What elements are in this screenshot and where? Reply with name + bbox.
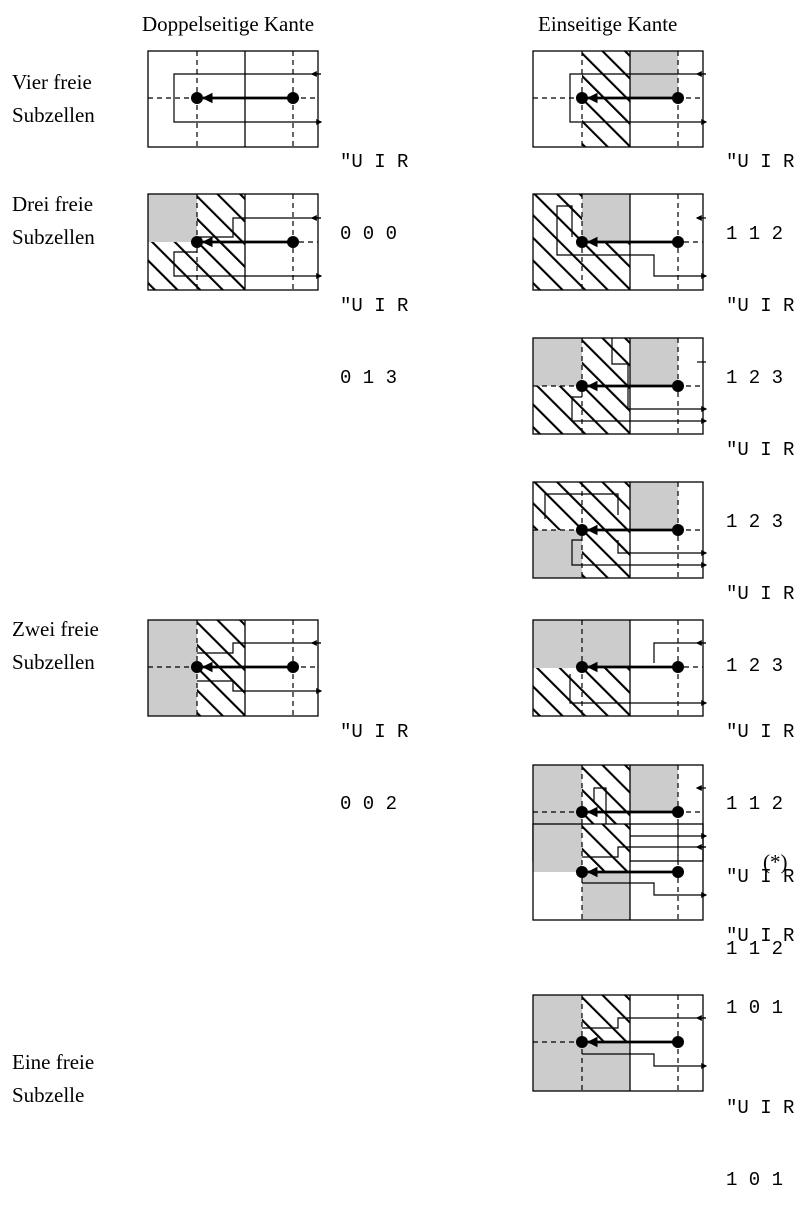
diagram-single-7 [532, 823, 708, 921]
code-line1: "U I R [340, 721, 409, 743]
header-double-edge: Doppelseitige Kante [142, 12, 315, 36]
row-label-line1: Drei freie [12, 192, 94, 216]
diagram-single-2 [532, 193, 708, 291]
diagram-single-3 [532, 337, 708, 435]
code-single-5: "U I R 1 1 2 [726, 672, 794, 840]
code-single-4: "U I R 1 2 3 [726, 534, 794, 702]
code-line2: 1 0 1 [726, 1169, 784, 1191]
code-line2: 1 0 1 [726, 997, 784, 1019]
row-label-line1: Vier freie [12, 70, 92, 94]
diagram-single-6 [532, 764, 708, 862]
diagram-double-four-free [147, 50, 323, 148]
code-single-8: "U I R 1 0 1 [726, 1048, 794, 1216]
code-double-two-free: "U I R 0 0 2 [340, 672, 408, 840]
code-line2: 1 1 2 [726, 938, 784, 960]
diagram-single-5 [532, 619, 708, 717]
code-line2: 0 0 2 [340, 793, 398, 815]
code-line1: "U I R [726, 721, 795, 743]
row-label-line2: Subzellen [12, 225, 95, 249]
row-label-line1: Eine freie [12, 1050, 95, 1074]
code-single-1: "U I R 1 1 2 [726, 102, 794, 270]
row-label-line1: Zwei freie [12, 617, 99, 641]
code-single-6: "U I R 1 1 2 [726, 817, 794, 985]
code-line1: "U I R [726, 866, 795, 888]
code-line1: "U I R [726, 295, 795, 317]
footnote-marker: (*) [763, 850, 788, 874]
diagram-single-1 [532, 50, 708, 148]
code-line2: 1 2 3 [726, 655, 784, 677]
diagram-double-three-free [147, 193, 323, 291]
row-label-four-free: Vier freie Subzellen [12, 66, 95, 132]
code-line2: 1 2 3 [726, 511, 784, 533]
row-label-three-free: Drei freie Subzellen [12, 188, 95, 254]
row-label-two-free: Zwei freie Subzellen [12, 613, 99, 679]
code-line1: "U I R [726, 583, 795, 605]
code-line2: 0 0 0 [340, 223, 398, 245]
code-line1: "U I R [726, 439, 795, 461]
code-line1: "U I R [726, 925, 795, 947]
diagram-single-4 [532, 481, 708, 579]
code-single-3: "U I R 1 2 3 [726, 390, 794, 558]
code-line1: "U I R [340, 295, 409, 317]
header-single-edge: Einseitige Kante [538, 12, 678, 36]
diagram-single-8 [532, 994, 708, 1092]
code-single-2: "U I R 1 2 3 [726, 246, 794, 414]
row-label-line2: Subzellen [12, 103, 95, 127]
code-line1: "U I R [726, 1097, 795, 1119]
code-line2: 1 1 2 [726, 793, 784, 815]
row-label-line2: Subzellen [12, 650, 95, 674]
row-label-one-free: Eine freie Subzelle [12, 1046, 94, 1112]
code-line2: 1 1 2 [726, 223, 784, 245]
row-label-line2: Subzelle [12, 1083, 85, 1107]
code-double-three-free: "U I R 0 1 3 [340, 246, 408, 414]
code-double-four-free: "U I R 0 0 0 [340, 102, 408, 270]
code-line1: "U I R [340, 151, 409, 173]
code-line1: "U I R [726, 151, 795, 173]
code-line2: 0 1 3 [340, 367, 398, 389]
diagram-double-two-free [147, 619, 323, 717]
code-line2: 1 2 3 [726, 367, 784, 389]
code-single-7: "U I R 1 0 1 [726, 876, 794, 1044]
